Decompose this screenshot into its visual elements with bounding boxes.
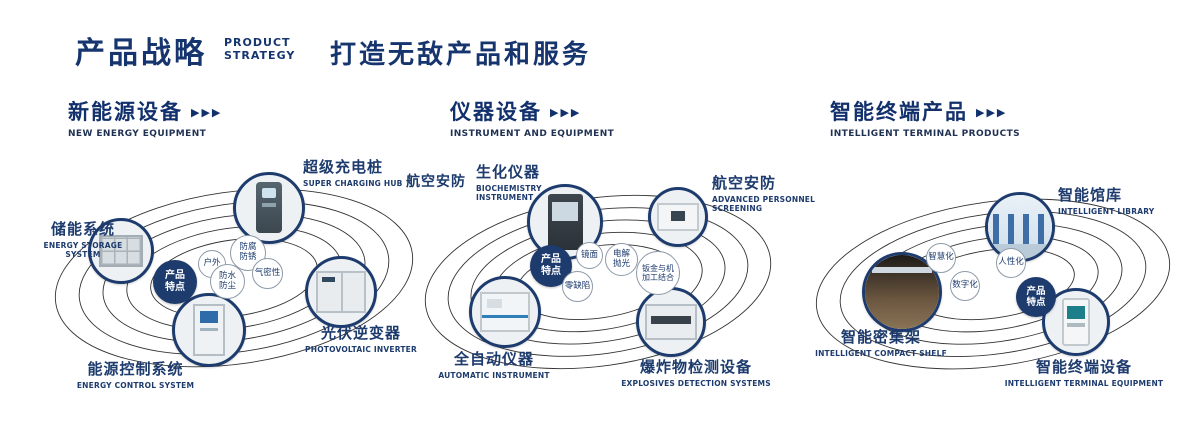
feature-label: 镜面 <box>580 249 598 260</box>
inverter-illustration <box>315 270 367 314</box>
product-image-explosives-detection <box>636 287 706 357</box>
product-name: 智能密集架 <box>840 328 921 346</box>
product-name: 航空安防 <box>712 174 777 192</box>
feature-bubble-zero-defect: 零缺陷 <box>562 271 593 302</box>
product-name-en: PHOTOVOLTAIC INVERTER <box>305 345 417 354</box>
product-label-energy-control-system: 能源控制系统 ENERGY CONTROL SYSTEM <box>58 358 213 390</box>
product-label-terminal-equipment: 智能终端设备 INTELLIGENT TERMINAL EQUIPMENT <box>1000 356 1168 388</box>
product-name: 航空安防 <box>406 174 466 190</box>
product-name-en: INTELLIGENT TERMINAL EQUIPMENT <box>1004 379 1164 388</box>
product-image-energy-storage-system <box>88 218 154 284</box>
product-label-energy-storage-system: 储能系统 ENERGY STORAGE SYSTEM <box>36 218 130 260</box>
product-image-super-charging-hub <box>233 172 305 244</box>
product-name: 全自动仪器 <box>453 350 534 368</box>
product-name-en: ENERGY CONTROL SYSTEM <box>76 381 195 390</box>
compact-shelf-illustration <box>865 255 939 329</box>
feature-bubble-digitalization: 数字化 <box>950 271 980 301</box>
page-subtitle-line1: PRODUCT <box>224 36 291 49</box>
energy-storage-illustration <box>99 235 143 267</box>
section-subtitle-instrument: INSTRUMENT AND EQUIPMENT <box>450 129 615 139</box>
feature-bubble-anticorrosion: 防腐防锈 <box>230 235 266 271</box>
product-name: 光伏逆变器 <box>320 324 401 342</box>
product-label-personnel-screening: 航空安防 ADVANCED PERSONNEL SCREENING <box>712 172 827 214</box>
feature-bubble-electropolish: 电解抛光 <box>605 243 638 276</box>
feature-label: 智慧化 <box>928 252 954 263</box>
library-room-illustration <box>988 195 1052 259</box>
section-title-new-energy: 新能源设备 <box>68 100 183 124</box>
feature-label: 气密性 <box>254 267 281 278</box>
product-label-super-charging-hub: 超级充电桩 SUPER CHARGING HUB <box>303 156 428 188</box>
section-subtitle-new-energy: NEW ENERGY EQUIPMENT <box>68 129 207 139</box>
section-header-new-energy: 新能源设备 ▶▶▶ NEW ENERGY EQUIPMENT <box>68 96 222 139</box>
feature-bubble-waterproof: 防水防尘 <box>210 264 245 299</box>
product-features-badge-intelligent: 产品特点 <box>1016 277 1056 317</box>
section-title-intelligent: 智能终端产品 <box>830 100 968 124</box>
product-name: 能源控制系统 <box>87 360 184 378</box>
product-name-en: AUTOMATIC INSTRUMENT <box>438 371 550 380</box>
badge-label: 产品特点 <box>1026 285 1046 308</box>
control-cabinet-illustration <box>193 304 225 356</box>
product-label-aviation-security-extra: 航空安防 <box>406 171 476 191</box>
product-image-personnel-screening <box>648 187 708 247</box>
section-header-intelligent: 智能终端产品 ▶▶▶ INTELLIGENT TERMINAL PRODUCTS <box>830 96 1020 139</box>
triple-arrow-icon: ▶▶▶ <box>976 106 1008 119</box>
product-name: 爆炸物检测设备 <box>639 358 752 376</box>
product-label-photovoltaic-inverter: 光伏逆变器 PHOTOVOLTAIC INVERTER <box>295 322 427 354</box>
feature-label: 钣金与机加工结合 <box>642 263 674 282</box>
product-name: 储能系统 <box>50 220 115 238</box>
product-name: 智能馆库 <box>1058 186 1123 204</box>
product-name-en: ENERGY STORAGE SYSTEM <box>43 241 123 260</box>
page-title: 产品战略 <box>75 36 207 71</box>
product-name-en: BIOCHEMISTRY INSTRUMENT <box>476 184 542 203</box>
product-image-photovoltaic-inverter <box>305 256 377 328</box>
product-name: 智能终端设备 <box>1035 358 1132 376</box>
product-name-en: ADVANCED PERSONNEL SCREENING <box>712 195 816 214</box>
triple-arrow-icon: ▶▶▶ <box>191 106 223 119</box>
product-label-biochemistry-instrument: 生化仪器 BIOCHEMISTRY INSTRUMENT <box>476 161 594 203</box>
biochemistry-instrument-illustration <box>547 194 583 250</box>
feature-label: 防水防尘 <box>218 270 236 291</box>
section-subtitle-intelligent: INTELLIGENT TERMINAL PRODUCTS <box>830 129 1020 139</box>
feature-bubble-humanization: 人性化 <box>996 248 1026 278</box>
product-label-explosives-detection: 爆炸物检测设备 EXPLOSIVES DETECTION SYSTEMS <box>605 356 787 388</box>
product-features-badge-new-energy: 产品特点 <box>153 260 197 304</box>
screening-machine-illustration <box>657 202 699 232</box>
page-subtitle-line2: STRATEGY <box>224 48 296 62</box>
feature-bubble-airtightness: 气密性 <box>252 258 283 289</box>
feature-bubble-intelligentization: 智慧化 <box>926 243 956 273</box>
kiosk-illustration <box>1061 298 1091 346</box>
feature-label: 电解抛光 <box>612 248 630 269</box>
badge-label: 产品特点 <box>165 270 185 293</box>
feature-label: 人性化 <box>998 257 1024 268</box>
section-header-instrument: 仪器设备 ▶▶▶ INSTRUMENT AND EQUIPMENT <box>450 96 614 139</box>
section-title-instrument: 仪器设备 <box>450 100 542 124</box>
explosives-detector-illustration <box>645 304 697 340</box>
product-name-en: EXPLOSIVES DETECTION SYSTEMS <box>621 379 771 388</box>
feature-label: 户外 <box>203 258 221 269</box>
triple-arrow-icon: ▶▶▶ <box>550 106 582 119</box>
badge-label: 产品特点 <box>541 254 561 277</box>
product-name-en: INTELLIGENT COMPACT SHELF <box>815 349 947 358</box>
product-image-energy-control-system <box>172 293 246 367</box>
product-label-compact-shelf: 智能密集架 INTELLIGENT COMPACT SHELF <box>812 326 950 358</box>
product-name-en: INTELLIGENT LIBRARY <box>1058 207 1155 216</box>
automatic-instrument-illustration <box>479 292 531 332</box>
product-image-automatic-instrument <box>469 276 541 348</box>
product-label-automatic-instrument: 全自动仪器 AUTOMATIC INSTRUMENT <box>418 348 570 380</box>
feature-bubble-sheetmetal-machining: 钣金与机加工结合 <box>636 251 680 295</box>
product-name: 超级充电桩 <box>303 158 384 176</box>
page-subtitle: PRODUCT STRATEGY <box>224 36 296 62</box>
feature-label: 防腐防锈 <box>239 242 257 262</box>
feature-bubble-mirror: 镜面 <box>576 242 603 269</box>
feature-label: 数字化 <box>952 280 978 291</box>
feature-label: 零缺陷 <box>564 280 591 291</box>
product-name-en: SUPER CHARGING HUB <box>303 179 403 188</box>
product-name: 生化仪器 <box>476 163 541 181</box>
slogan: 打造无敌产品和服务 <box>330 40 592 70</box>
charging-pile-illustration <box>256 181 282 234</box>
product-label-intelligent-library: 智能馆库 INTELLIGENT LIBRARY <box>1058 184 1178 216</box>
